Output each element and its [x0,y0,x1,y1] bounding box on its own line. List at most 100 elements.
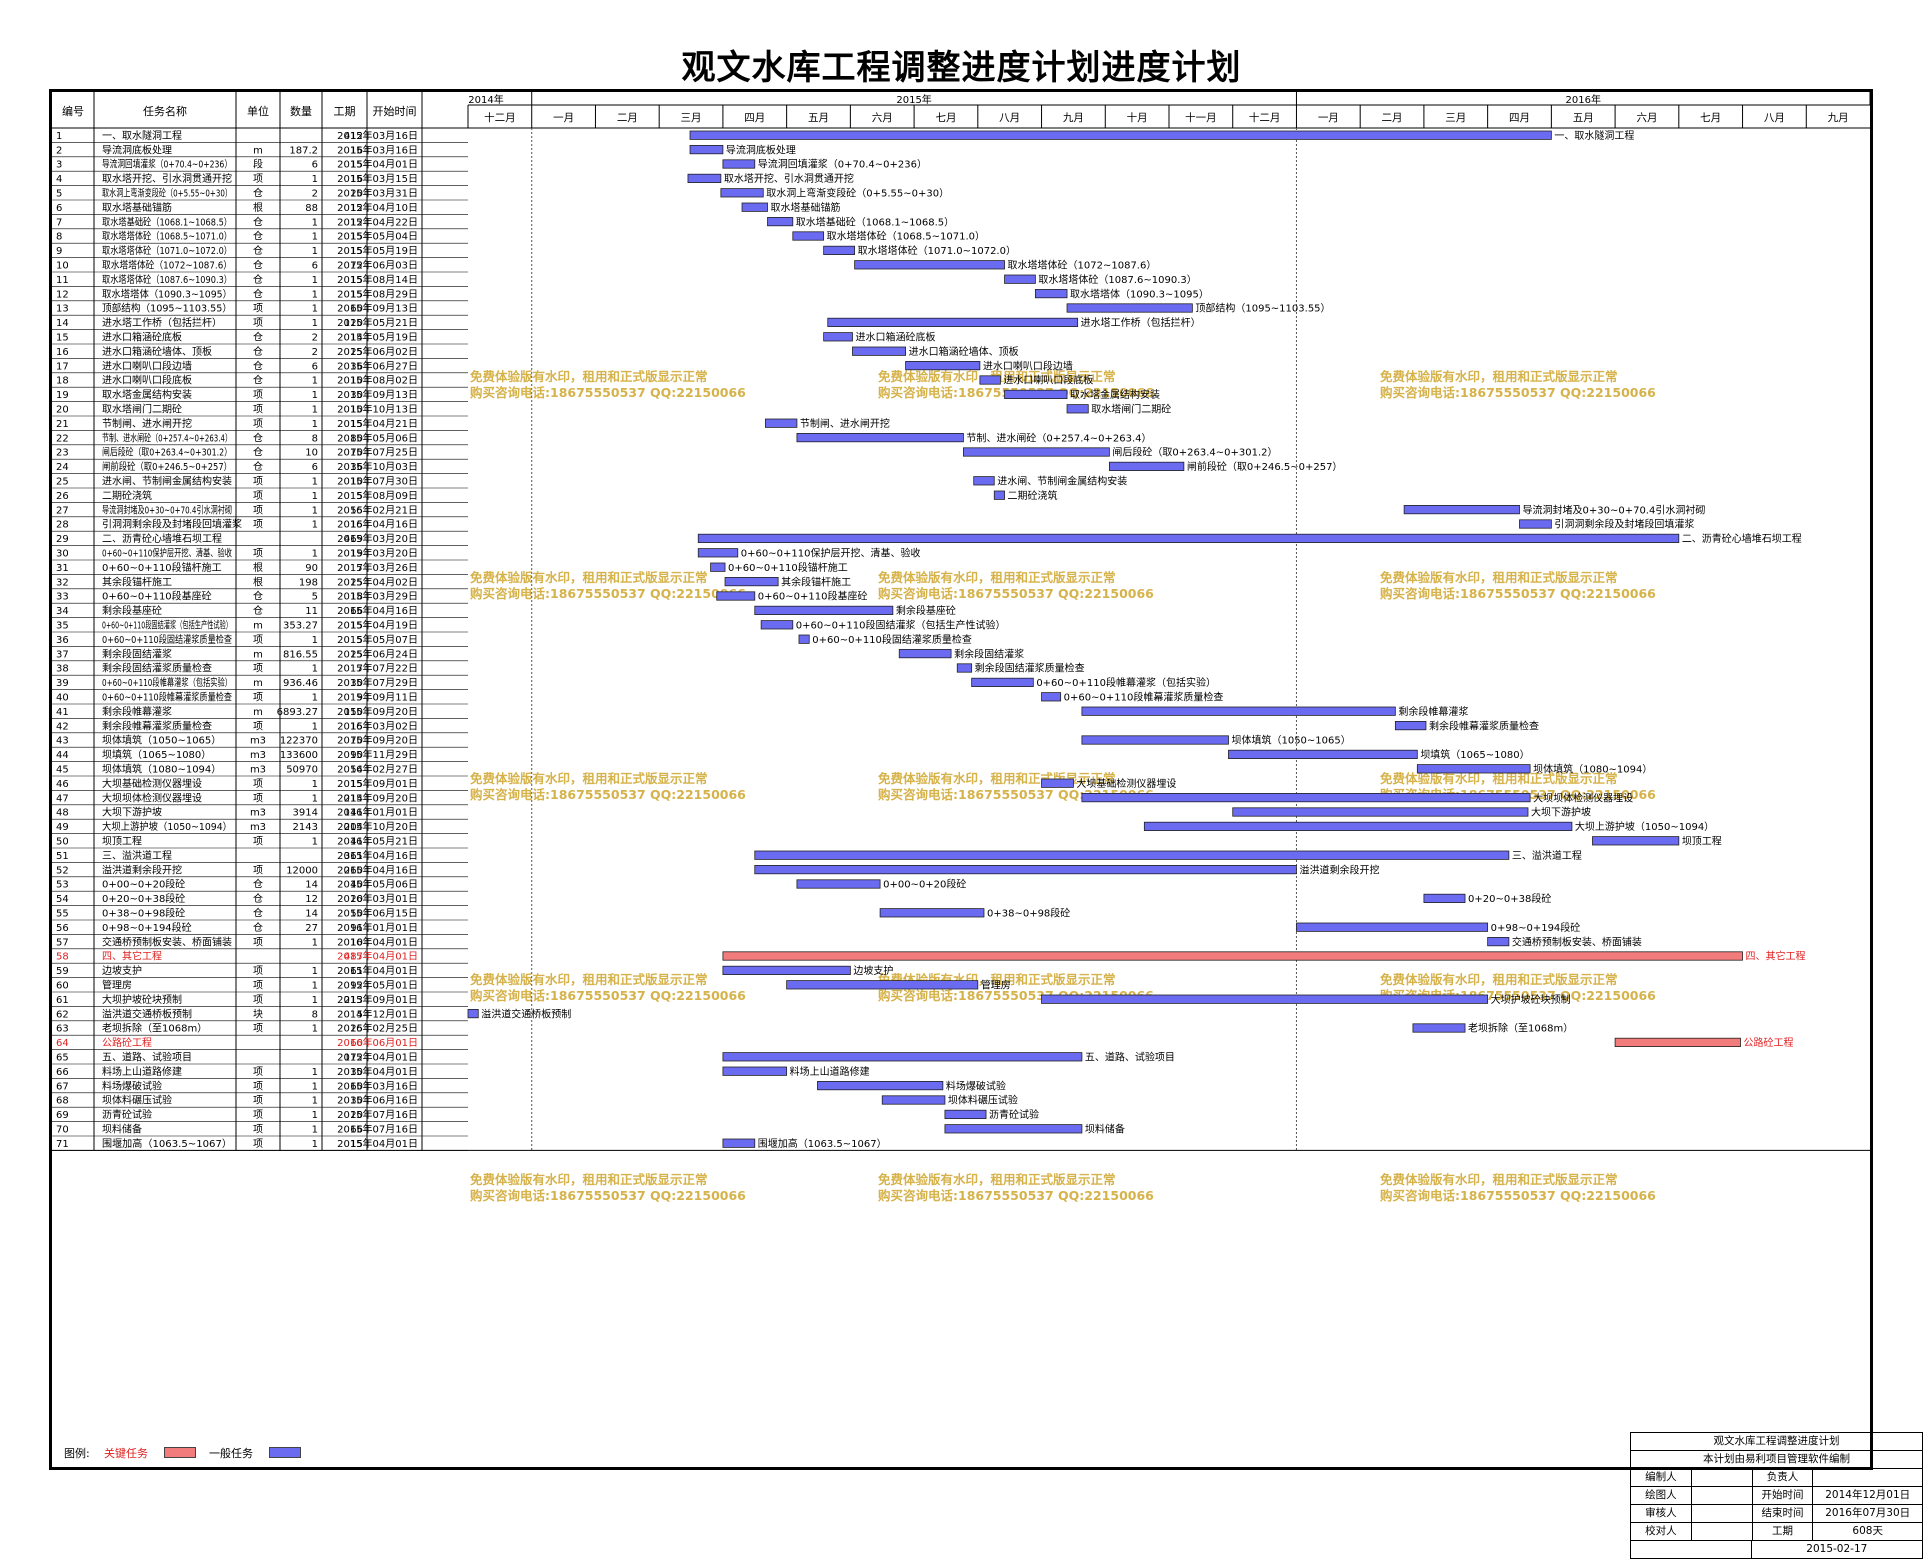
task-start: 2015年05月01日 [337,979,418,992]
task-unit: 项 [253,1066,263,1078]
gantt-bar-label: 剩余段基座砼 [896,604,956,617]
gantt-bar-label: 剩余段帷幕灌浆质量检查 [1429,719,1539,732]
gantt-bar [697,533,1680,544]
task-id: 41 [56,707,69,718]
gantt-bar-label: 大坝坝体检测仪器埋设 [1533,791,1633,804]
task-id: 4 [56,174,62,185]
gantt-bar [1066,303,1193,313]
info-start-label: 开始时间 [1753,1487,1814,1504]
task-unit: 仓 [253,187,263,200]
gantt-bar-label: 节制闸、进水闸开挖 [800,417,890,430]
task-name: 坝顶工程 [102,836,142,848]
task-name: 取水塔塔体砼（1072~1087.6） [102,259,232,272]
gantt-bar [1296,922,1489,932]
gantt-bar-label: 二、沥青砼心墙堆石坝工程 [1682,532,1802,545]
task-duration: 10 [350,376,363,387]
task-name: 坝体填筑（1080~1094） [102,763,221,776]
task-id: 19 [56,390,69,401]
task-unit: 仓 [253,878,263,891]
task-qty: 14 [305,880,318,891]
task-unit: 仓 [253,244,263,257]
task-start: 2015年03月20日 [337,547,418,560]
month-label: 三月 [681,112,702,124]
gantt-bar-label: 交通桥预制板安装、桥面铺装 [1512,935,1642,948]
task-start: 2016年04月01日 [337,935,418,948]
gantt-bar [944,1109,987,1120]
watermark-line2: 购买咨询电话:18675550537 QQ:22150066 [1380,586,1656,601]
task-name: 取水塔塔体（1090.3~1095） [102,287,232,300]
task-id: 17 [56,361,69,372]
gantt-bar-label: 溢洪道剩余段开挖 [1299,863,1379,876]
gantt-bar-label: 围堰加高（1063.5~1067） [758,1137,887,1150]
column-header-qty: 数量 [290,105,312,118]
gantt-bar [1423,893,1466,904]
task-qty: 1 [312,837,318,848]
task-id: 34 [56,606,69,617]
task-name: 进水口喇叭口段底板 [102,374,192,387]
gantt-bar [827,317,1079,327]
gantt-bar [716,591,756,601]
task-unit: 项 [253,404,263,416]
task-unit: 仓 [253,892,263,905]
gantt-bar-label: 料场爆破试验 [946,1079,1006,1092]
task-start: 2015年03月16日 [337,143,418,156]
task-id: 40 [56,693,69,704]
gantt-bar-label: 导流洞回填灌浆（0+70.4~0+236） [758,158,927,171]
task-duration: 50 [350,909,363,920]
gantt-bar [687,173,722,183]
task-name: 0+60~0+110段锚杆施工 [102,561,222,574]
gantt-bar-label: 0+60~0+110段固结灌浆（包括生产性试验） [796,619,1006,632]
gantt-bar [1004,389,1068,400]
task-start: 2015年08月02日 [337,374,418,387]
gantt-bar [722,159,756,169]
task-unit: 仓 [253,287,263,300]
gantt-bar-label: 取水塔开挖、引水洞贯通开挖 [724,172,854,185]
task-duration: 16 [350,174,363,185]
task-unit: 仓 [253,921,263,934]
task-start: 2015年09月20日 [337,791,418,804]
gantt-bar [722,1066,788,1076]
gantt-bar [786,980,979,990]
task-start: 2015年04月01日 [337,1051,418,1064]
gantt-bar-label: 进水口箱涵砼墙体、顶板 [909,345,1019,358]
task-start: 2015年09月20日 [337,705,418,718]
task-duration: 7 [357,563,363,574]
task-unit: m [253,621,263,632]
gantt-bar-label: 0+98~0+194段砼 [1491,921,1581,934]
task-qty: 12 [305,894,318,905]
gantt-bar [689,145,724,155]
month-label: 六月 [1636,112,1657,124]
task-id: 53 [56,880,69,891]
task-qty: 1 [312,505,318,516]
gantt-bar [722,1138,756,1148]
gantt-bar [1004,274,1036,284]
task-start: 2015年03月29日 [337,590,418,603]
task-qty: 27 [305,923,318,934]
gantt-bar [697,548,739,558]
info-owner: 负责人 [1753,1469,1814,1486]
gantt-bar-label: 大坝上游护坡（1050~1094） [1575,820,1714,833]
task-start: 2015年10月03日 [337,460,418,473]
watermark-line1: 免费体验版有水印，租用和正式版显示正常 [470,570,708,585]
gantt-bar [796,879,881,889]
task-name: 交通桥预制板安装、桥面铺装 [102,935,232,948]
gantt-bar [944,1124,1083,1134]
task-start: 2015年07月29日 [337,676,418,689]
task-name: 一、取水隧洞工程 [102,129,182,142]
task-start: 2015年04月01日 [337,158,418,171]
task-name: 溢洪道剩余段开挖 [102,863,182,876]
month-label: 六月 [872,112,893,124]
task-id: 58 [56,952,69,963]
task-name: 四、其它工程 [102,950,162,963]
task-unit: 项 [253,864,263,876]
task-duration: 5 [357,635,363,646]
gantt-bar [760,620,794,630]
gantt-bar [754,850,1510,860]
task-duration: 469 [344,534,363,545]
task-start: 2016年04月16日 [337,518,418,531]
gantt-bar [1041,994,1489,1004]
info-reviewer: 审核人 [1631,1505,1692,1522]
task-qty: 1 [312,779,318,790]
gantt-bar-label: 管理房 [981,979,1011,992]
task-id: 48 [56,808,69,819]
